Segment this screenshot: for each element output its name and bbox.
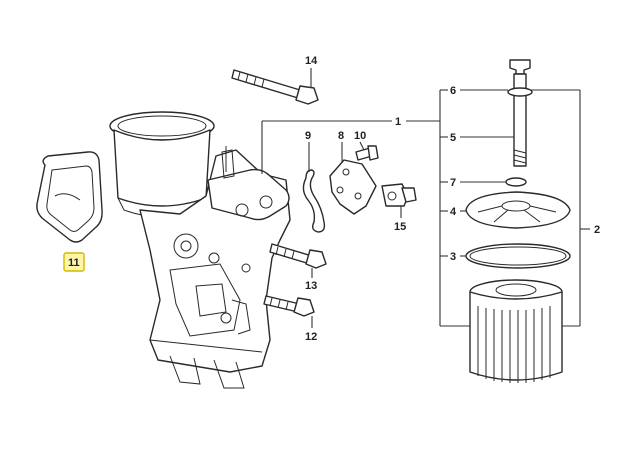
callout-11-highlight[interactable]: 11: [63, 252, 85, 272]
callout-11[interactable]: 11: [68, 257, 80, 269]
gasket-part-11[interactable]: [36, 151, 103, 243]
bolt-part-14[interactable]: [231, 69, 319, 105]
callout-9[interactable]: 9: [305, 130, 311, 142]
callout-15[interactable]: 15: [394, 221, 406, 233]
callout-1[interactable]: 1: [395, 116, 401, 128]
filter-housing-assembly[interactable]: [109, 111, 291, 389]
callout-5[interactable]: 5: [450, 132, 456, 144]
center-bolt-part-5[interactable]: [509, 59, 531, 167]
callout-6[interactable]: 6: [450, 85, 456, 97]
callout-7[interactable]: 7: [450, 177, 456, 189]
callout-12[interactable]: 12: [305, 331, 317, 343]
screw-part-10[interactable]: [355, 145, 379, 161]
callout-labels: 14 1 9 8 10 15 13 12 6 5 7 4 3 2 11: [63, 55, 600, 343]
bolt-part-12[interactable]: [263, 295, 315, 317]
o-ring-part-9[interactable]: [302, 169, 326, 233]
filter-element-part-2[interactable]: [469, 279, 563, 383]
callout-8[interactable]: 8: [338, 130, 344, 142]
callout-4[interactable]: 4: [450, 206, 457, 218]
callout-13[interactable]: 13: [305, 280, 317, 292]
leader-lines: [261, 68, 590, 328]
callout-10[interactable]: 10: [354, 130, 366, 142]
bolt-part-13[interactable]: [269, 243, 327, 269]
callout-2[interactable]: 2: [594, 224, 600, 236]
callout-3[interactable]: 3: [450, 251, 456, 263]
filter-cover-part-4[interactable]: [465, 191, 571, 229]
sensor-part-15[interactable]: [381, 183, 417, 207]
o-ring-part-3[interactable]: [465, 243, 571, 269]
callout-11-highlight-box: [63, 252, 85, 272]
o-ring-part-7[interactable]: [505, 177, 527, 187]
sensor-housing-part-8[interactable]: [329, 159, 377, 215]
callout-14[interactable]: 14: [305, 55, 318, 67]
washer-part-6[interactable]: [507, 87, 533, 97]
